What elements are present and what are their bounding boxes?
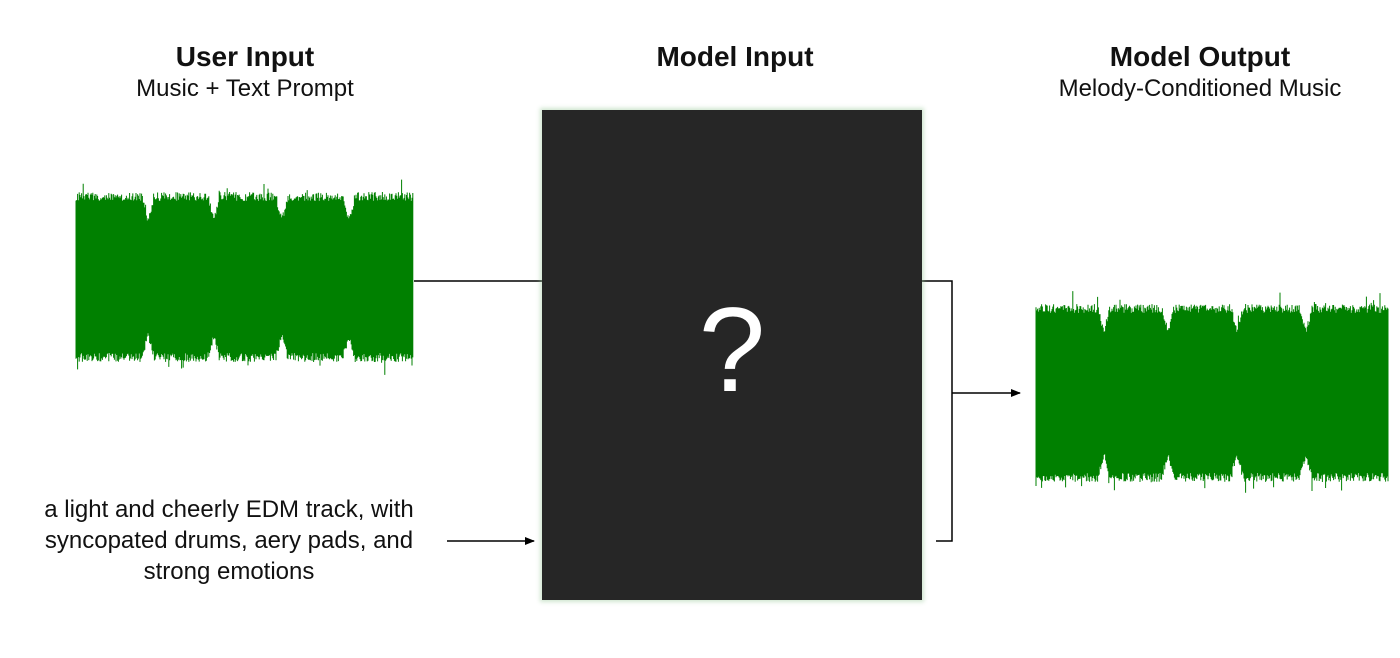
user-input-heading: User Input Music + Text Prompt [90, 40, 400, 104]
input-music-waveform [75, 179, 414, 375]
text-prompt-line: a light and cheerly EDM track, with [44, 496, 414, 523]
model-input-title: Model Input [656, 41, 814, 72]
user-input-title: User Input [175, 41, 315, 72]
model-output-title: Model Output [1109, 41, 1291, 72]
model-output-heading: Model Output Melody-Conditioned Music [1020, 40, 1380, 104]
output-bracket [922, 280, 953, 542]
model-black-box: ? [542, 110, 922, 600]
question-mark: ? [698, 283, 766, 417]
text-prompt: a light and cheerly EDM track, with sync… [14, 494, 444, 587]
text-prompt-line: strong emotions [143, 558, 315, 585]
user-input-subtitle: Music + Text Prompt [136, 75, 354, 102]
model-output-subtitle: Melody-Conditioned Music [1058, 75, 1342, 102]
model-input-heading: Model Input [580, 40, 890, 74]
output-music-waveform [1035, 291, 1389, 493]
text-prompt-line: syncopated drums, aery pads, and [44, 527, 414, 554]
